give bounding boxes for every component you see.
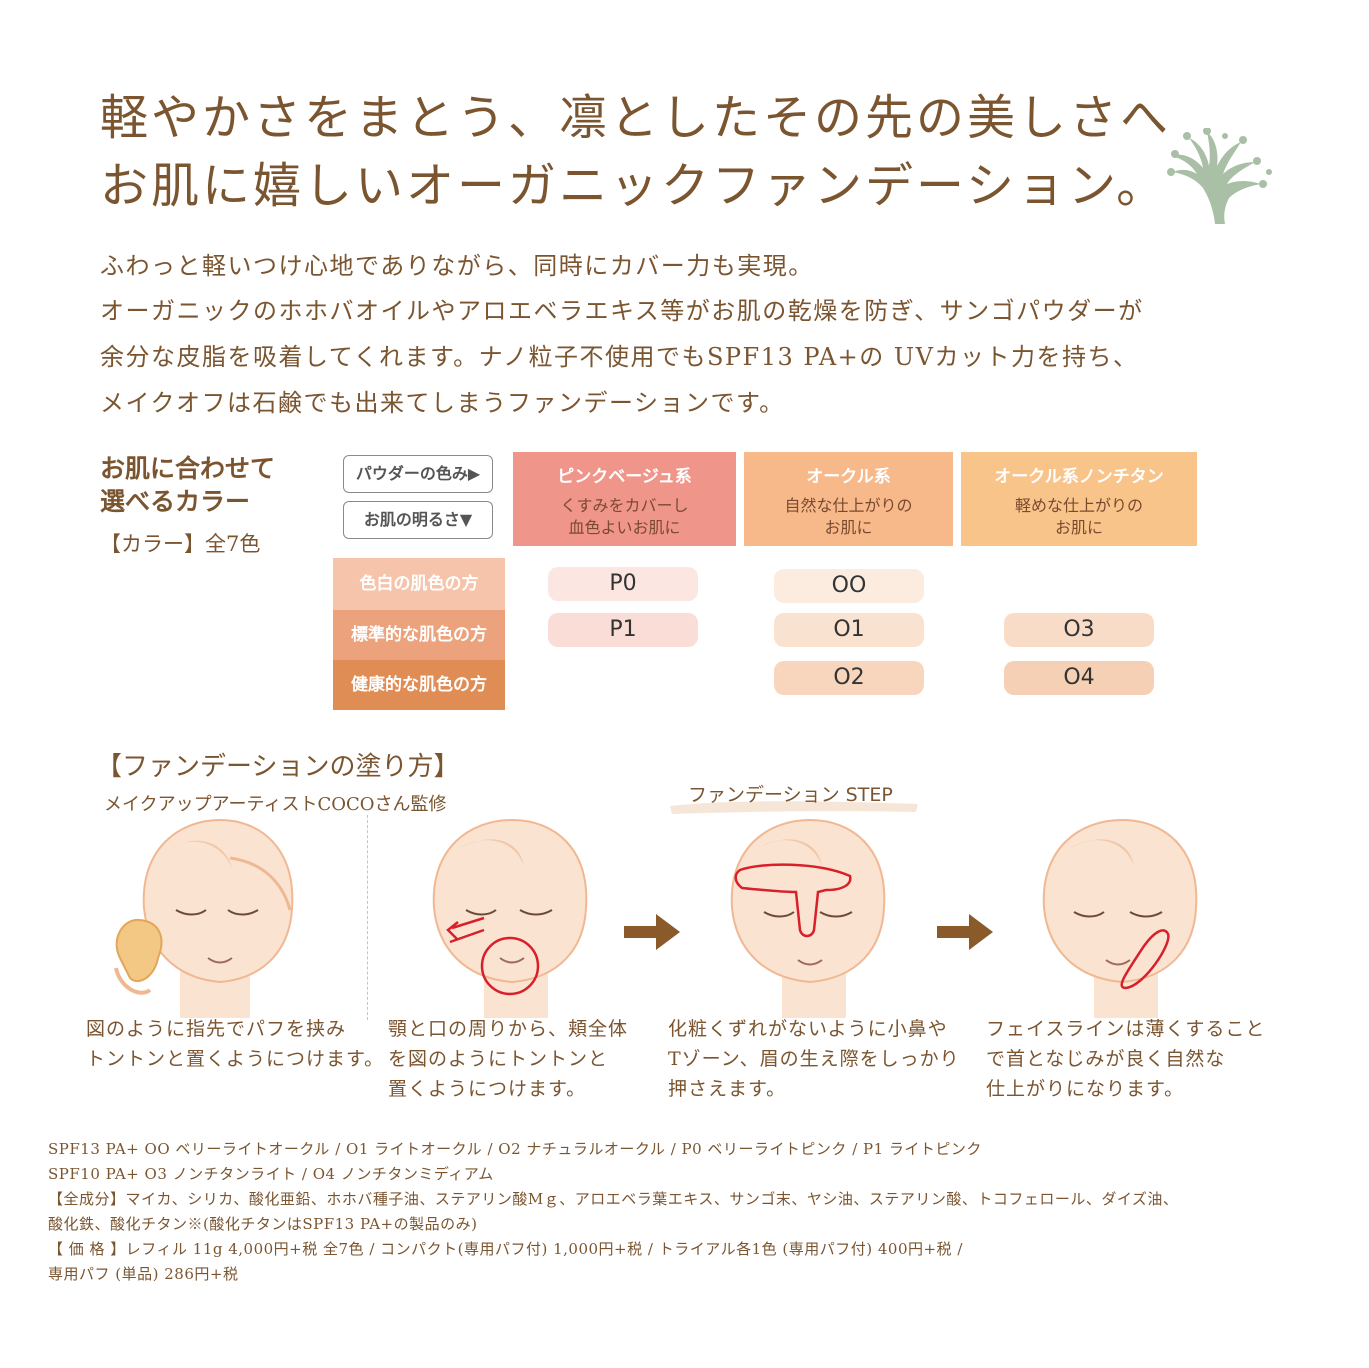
caption-line: 押さえます。 xyxy=(668,1078,787,1100)
column-desc-2: 血色よいお肌に xyxy=(568,518,681,537)
dashed-divider xyxy=(367,815,368,1020)
color-chart-heading: お肌に合わせて 選べるカラー xyxy=(100,452,275,518)
caption-line: 置くようにつけます。 xyxy=(388,1078,587,1100)
caption-step-4: フェイスラインは薄くすること で首となじみが良く自然な 仕上がりになります。 xyxy=(986,1014,1265,1104)
caption-line: Tゾーン、眉の生え際をしっかり xyxy=(668,1048,960,1070)
caption-line: 仕上がりになります。 xyxy=(986,1078,1185,1100)
footer-shades-spf10: SPF10 PA+ O3 ノンチタンライト / O4 ノンチタンミディアム xyxy=(48,1165,494,1183)
shade-chip-o3: O3 xyxy=(1004,613,1154,647)
intro-line-4: メイクオフは石鹸でも出来てしまうファンデーションです。 xyxy=(100,389,785,417)
column-pink-beige: ピンクベージュ系 くすみをカバーし 血色よいお肌に xyxy=(513,452,736,546)
caption-step-2: 顎と口の周りから、頬全体 を図のようにトントンと 置くようにつけます。 xyxy=(388,1014,628,1104)
arrow-right-icon xyxy=(624,914,680,950)
shade-chip-o4: O4 xyxy=(1004,661,1154,695)
shade-chip-o2: O2 xyxy=(774,661,924,695)
shade-chip-o1: O1 xyxy=(774,613,924,647)
coral-icon xyxy=(1167,128,1272,224)
caption-line: フェイスラインは薄くすること xyxy=(986,1018,1266,1040)
footer-shades-spf13: SPF13 PA+ OO ベリーライトオークル / O1 ライトオークル / O… xyxy=(48,1140,982,1158)
step-label: ファンデーション STEP xyxy=(688,784,893,806)
skin-brightness-button[interactable]: お肌の明るさ▼ xyxy=(343,501,493,539)
caption-line: 顎と口の周りから、頬全体 xyxy=(388,1018,629,1040)
shade-chip-p0: P0 xyxy=(548,567,698,601)
intro-line-2: オーガニックのホホバオイルやアロエベラエキス等がお肌の乾燥を防ぎ、サンゴパウダー… xyxy=(100,297,1144,325)
color-chart-heading-line-2: 選べるカラー xyxy=(100,487,251,516)
arrow-right-icon xyxy=(937,914,993,950)
powder-color-button[interactable]: パウダーの色み▶ xyxy=(343,455,493,493)
caption-line: 図のように指先でパフを挟み xyxy=(86,1018,347,1040)
caption-step-3: 化粧くずれがないように小鼻や Tゾーン、眉の生え際をしっかり 押さえます。 xyxy=(668,1014,960,1104)
face-illustration-step-1 xyxy=(114,818,294,1018)
headline-line-2: お肌に嬉しいオーガニックファンデーション。 xyxy=(100,158,1168,214)
footer-ingredients: 【全成分】マイカ、シリカ、酸化亜鉛、ホホバ種子油、ステアリン酸Mｇ、アロエベラ葉… xyxy=(48,1190,1179,1208)
intro-line-3: 余分な皮脂を吸着してくれます。ナノ粒子不使用でもSPF13 PA+の UVカット… xyxy=(100,343,1139,371)
column-desc-1: くすみをカバーし xyxy=(560,496,689,515)
caption-line: 化粧くずれがないように小鼻や xyxy=(668,1018,948,1040)
row-standard-skin: 標準的な肌色の方 xyxy=(333,610,505,660)
column-ochre-non-titanium: オークル系ノンチタン 軽めな仕上がりの お肌に xyxy=(961,452,1197,546)
intro-line-1: ふわっと軽いつけ心地でありながら、同時にカバー力も実現。 xyxy=(100,252,814,280)
caption-line: を図のようにトントンと xyxy=(388,1048,609,1070)
headline-line-1: 軽やかさをまとう、凛としたその先の美しさへ xyxy=(100,90,1172,146)
color-chart-heading-line-1: お肌に合わせて xyxy=(100,454,276,483)
howto-supervisor: メイクアップアーティストCOCOさん監修 xyxy=(104,794,447,815)
shade-chip-p1: P1 xyxy=(548,613,698,647)
column-desc-1: 自然な仕上がりの xyxy=(784,496,913,515)
column-title: オークル系 xyxy=(806,467,891,487)
row-fair-skin: 色白の肌色の方 xyxy=(333,558,505,610)
face-illustration-step-2 xyxy=(432,818,588,1018)
column-ochre: オークル系 自然な仕上がりの お肌に xyxy=(744,452,953,546)
howto-title: 【ファンデーションの塗り方】 xyxy=(96,752,460,782)
step-brush-underline xyxy=(670,801,918,814)
shade-chip-oo: OO xyxy=(774,569,924,603)
footer-ingredients-cont: 酸化鉄、酸化チタン※(酸化チタンはSPF13 PA+の製品のみ) xyxy=(48,1215,478,1233)
column-title: ピンクベージュ系 xyxy=(557,467,692,487)
column-title: オークル系ノンチタン xyxy=(994,467,1164,487)
face-illustration-step-4 xyxy=(1042,818,1198,1018)
column-desc-2: お肌に xyxy=(824,518,873,537)
footer-price-cont: 専用パフ (単品) 286円+税 xyxy=(48,1265,239,1283)
caption-line: トントンと置くようにつけます。 xyxy=(86,1048,385,1070)
face-illustration-step-3 xyxy=(730,818,886,1018)
caption-line: で首となじみが良く自然な xyxy=(986,1048,1226,1070)
row-healthy-skin: 健康的な肌色の方 xyxy=(333,660,505,710)
column-desc-1: 軽めな仕上がりの xyxy=(1014,496,1143,515)
footer-price: 【 価 格 】レフィル 11g 4,000円+税 全7色 / コンパクト(専用パ… xyxy=(48,1240,963,1258)
color-count: 【カラー】全7色 xyxy=(100,532,261,556)
column-desc-2: お肌に xyxy=(1054,518,1103,537)
caption-step-1: 図のように指先でパフを挟み トントンと置くようにつけます。 xyxy=(86,1014,384,1074)
